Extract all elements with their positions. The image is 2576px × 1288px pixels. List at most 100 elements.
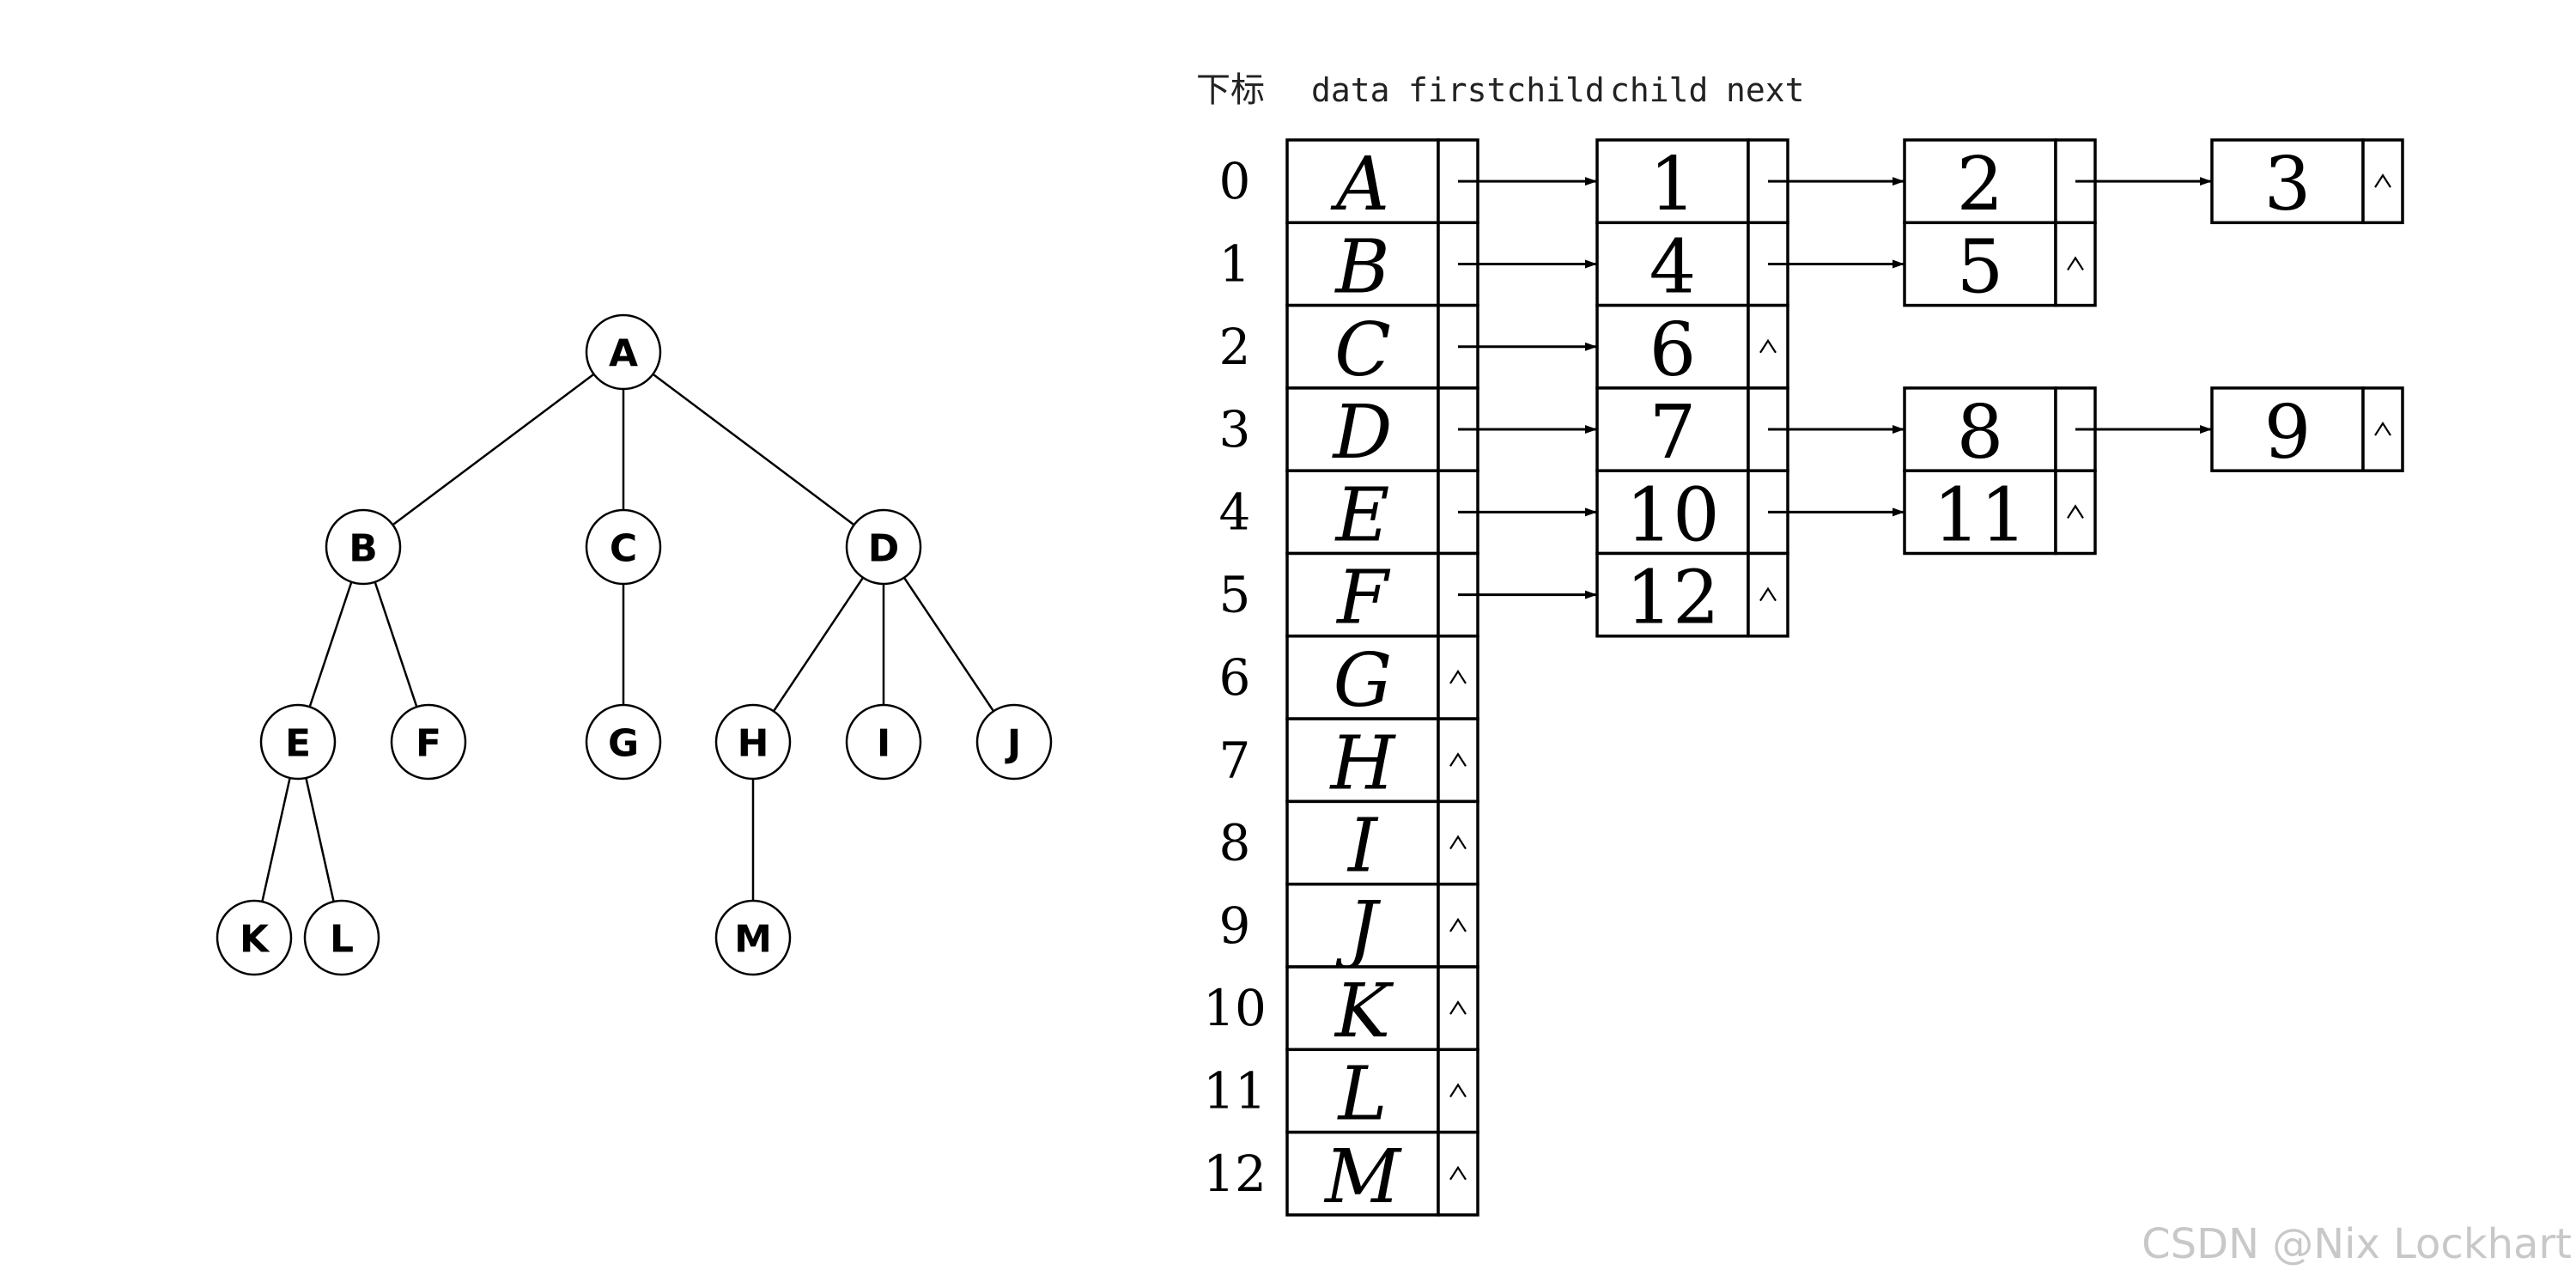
child-cell — [1903, 469, 2057, 556]
child-cell — [2210, 386, 2365, 472]
row-index: 6 — [1219, 648, 1251, 707]
child-node: 12 — [1458, 551, 1789, 641]
row-index: 9 — [1219, 896, 1251, 955]
next-cell — [2361, 386, 2404, 472]
child-list-2: 6 — [1458, 303, 1789, 393]
tree-node-circle — [585, 508, 662, 586]
child-cell — [1595, 221, 1750, 307]
data-value: H — [1329, 720, 1397, 806]
null-pointer-mark — [1449, 669, 1467, 684]
row-index: 2 — [1219, 318, 1251, 376]
child-cell — [1595, 551, 1750, 638]
data-value: A — [1330, 142, 1389, 228]
row-index: 0 — [1219, 152, 1251, 210]
next-cell — [2054, 221, 2097, 307]
child-node: 2 — [1768, 138, 2097, 228]
tree-node-label: I — [877, 722, 890, 766]
tree-node-label: A — [609, 332, 638, 376]
tree-node-label: G — [608, 722, 639, 766]
child-node: 5 — [1768, 221, 2097, 310]
tree-node-circle — [845, 508, 922, 586]
tree-edge-E-L — [305, 777, 335, 902]
tree-node-label: M — [734, 918, 772, 962]
data-cell — [1285, 221, 1440, 307]
tree-node-label: J — [1005, 722, 1021, 766]
firstchild-cell — [1437, 799, 1479, 886]
child-value: 2 — [1957, 142, 2004, 228]
tree-node-I: I — [845, 703, 922, 781]
null-pointer-mark — [1449, 1083, 1467, 1098]
data-cell — [1285, 138, 1440, 225]
tree-edges — [261, 373, 995, 902]
null-pointer-mark — [1759, 586, 1777, 602]
tree-node-F: F — [390, 703, 467, 781]
row-index: 11 — [1203, 1061, 1267, 1120]
watermark: CSDN @Nix Lockhart — [2142, 1220, 2572, 1268]
header-next-label: next — [1726, 71, 1805, 109]
data-cell — [1285, 469, 1440, 556]
tree-node-circle — [325, 508, 402, 586]
child-cell — [2210, 138, 2365, 225]
tree-node-circle — [975, 703, 1053, 781]
child-node: 4 — [1458, 221, 1789, 310]
data-value: C — [1334, 307, 1391, 393]
row-index: 4 — [1219, 483, 1251, 541]
data-value: G — [1334, 638, 1393, 724]
child-node: 7 — [1458, 386, 1789, 476]
null-pointer-mark — [1449, 835, 1467, 850]
header-firstchild-label: firstchild — [1408, 71, 1605, 109]
firstchild-cell — [1437, 717, 1479, 804]
null-pointer-mark — [1449, 917, 1467, 933]
row-index: 12 — [1203, 1145, 1267, 1203]
child-value: 12 — [1625, 556, 1719, 641]
tree-node-label: B — [349, 527, 378, 571]
child-node: 6 — [1458, 303, 1789, 393]
data-cell — [1285, 1048, 1440, 1134]
tree-edge-D-H — [772, 577, 865, 712]
tree-node-label: E — [285, 722, 311, 766]
child-value: 6 — [1649, 307, 1697, 393]
child-value: 10 — [1625, 472, 1719, 558]
tree-node-D: D — [845, 508, 922, 586]
firstchild-cell — [1437, 1130, 1479, 1217]
tree-node-circle — [585, 313, 662, 391]
tree-node-circle — [714, 703, 792, 781]
tree-edge-D-J — [902, 577, 995, 712]
tree-node-E: E — [259, 703, 337, 781]
tree-node-label: L — [330, 918, 354, 962]
firstchild-cell — [1437, 965, 1479, 1052]
null-pointer-mark — [2067, 256, 2084, 271]
null-pointer-mark — [2374, 422, 2391, 436]
child-value: 1 — [1649, 142, 1697, 228]
header-index-label: 下标 — [1196, 70, 1265, 110]
child-value: 4 — [1649, 224, 1697, 310]
tree-node-K: K — [216, 899, 293, 976]
next-cell — [1747, 303, 1789, 390]
data-cell — [1285, 303, 1440, 390]
child-value: 9 — [2264, 390, 2312, 476]
data-value: D — [1332, 390, 1393, 476]
header-data-label: data — [1311, 71, 1390, 109]
data-value: B — [1334, 224, 1389, 310]
tree-node-label: F — [416, 722, 441, 766]
null-pointer-mark — [1759, 338, 1777, 354]
tree-node-circle — [585, 703, 662, 781]
tree-node-circle — [216, 899, 293, 976]
firstchild-cell — [1437, 1048, 1479, 1134]
data-value: F — [1335, 556, 1391, 641]
next-cell — [2361, 138, 2404, 225]
child-value: 8 — [1957, 390, 2004, 476]
null-pointer-mark — [2067, 504, 2084, 519]
data-value: K — [1334, 969, 1394, 1054]
child-cell — [1595, 386, 1750, 472]
tree-edge-A-D — [652, 373, 855, 526]
